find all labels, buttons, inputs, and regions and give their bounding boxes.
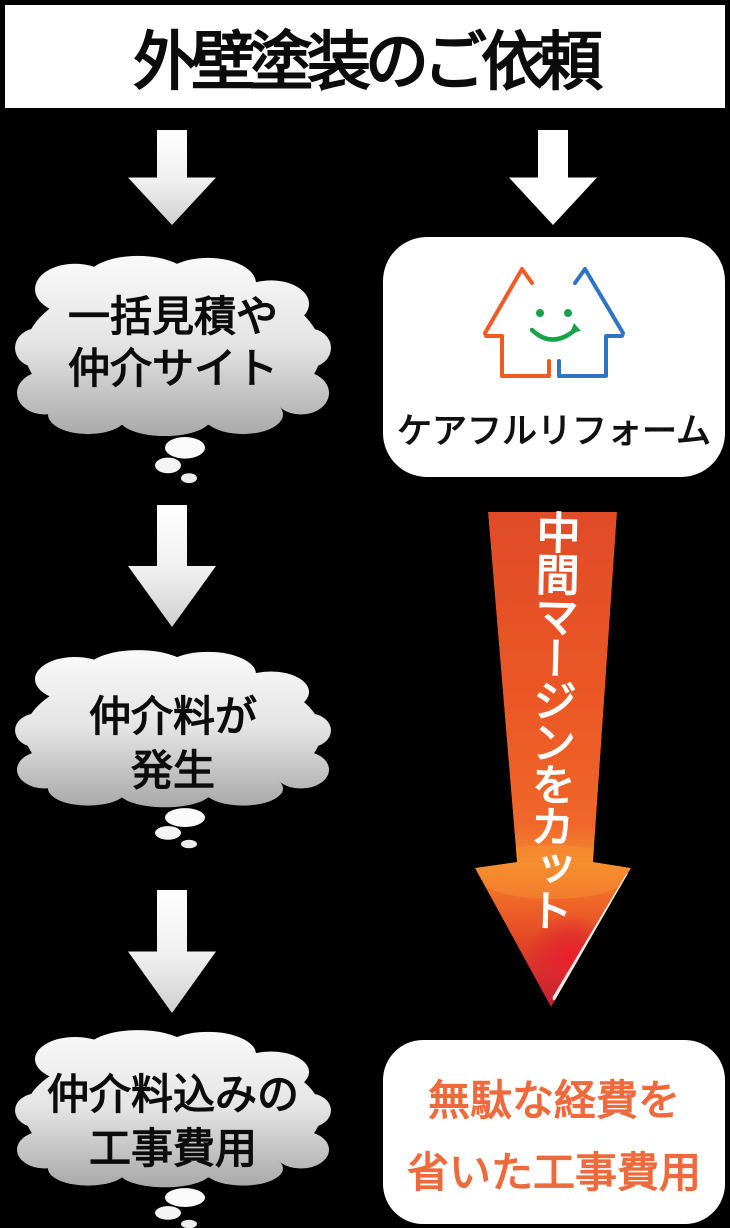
- bubble-text: 仲介料が 発生: [13, 690, 333, 798]
- bubble-text: 一括見積や 仲介サイト: [13, 291, 333, 395]
- result-line: 省いた工事費用: [406, 1149, 701, 1196]
- bubble-line: 一括見積や: [67, 293, 278, 340]
- margin-cut-label: 中間マージンをカット: [521, 509, 580, 931]
- page-title: 外壁塗装のご依頼: [133, 25, 603, 98]
- blue-house-outline: [557, 267, 625, 378]
- header-banner: 外壁塗装のご依頼: [5, 5, 725, 108]
- smile-eyes: [536, 309, 581, 333]
- down-arrow-icon: [509, 130, 597, 225]
- brand-card: ケアフルリフォーム: [383, 237, 725, 477]
- bubble-line: 仲介料込みの: [46, 1071, 299, 1118]
- thought-bubble: 一括見積や 仲介サイト: [13, 250, 333, 485]
- smile-mouth: [529, 327, 578, 342]
- result-line: 無駄な経費を: [427, 1077, 680, 1124]
- thought-bubble: 仲介料込みの 工事費用: [13, 1025, 333, 1228]
- result-card: 無駄な経費を 省いた工事費用: [383, 1040, 725, 1224]
- careful-reform-logo-icon: [483, 267, 625, 378]
- brand-name: ケアフルリフォーム: [397, 412, 711, 451]
- bubble-line: 仲介料が: [88, 693, 257, 740]
- down-arrow-icon: [128, 505, 216, 627]
- bubble-line: 工事費用: [88, 1125, 257, 1172]
- bubble-text: 仲介料込みの 工事費用: [13, 1068, 333, 1176]
- bubble-line: 仲介サイト: [67, 345, 278, 392]
- bubble-line: 発生: [130, 747, 215, 794]
- down-arrow-icon: [128, 890, 216, 1013]
- down-arrow-icon: [128, 130, 216, 225]
- thought-bubble: 仲介料が 発生: [13, 645, 333, 850]
- orange-house-outline: [483, 267, 551, 378]
- margin-cut-arrow: [475, 512, 631, 1007]
